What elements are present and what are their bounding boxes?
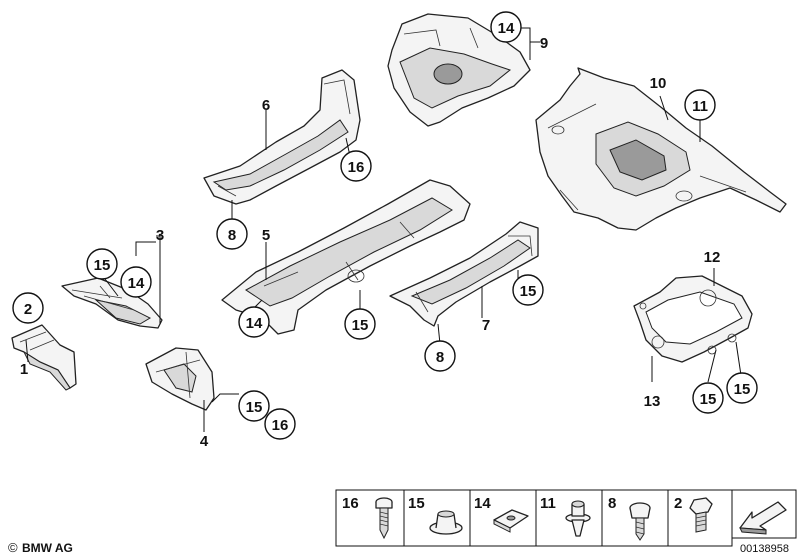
svg-text:2: 2: [24, 301, 32, 318]
svg-text:16: 16: [348, 159, 365, 176]
callout-16-a: 16: [264, 408, 296, 440]
callout-8-b: 8: [424, 340, 456, 372]
part-3-heat-shield: [61, 277, 163, 329]
svg-text:1: 1: [20, 361, 28, 378]
svg-text:8: 8: [436, 349, 444, 366]
callout-7: 7: [482, 317, 490, 334]
callout-12: 12: [704, 249, 721, 266]
brand-label: BMW AG: [22, 541, 73, 555]
legend-label-8: 8: [608, 495, 616, 512]
screw-icon: [375, 497, 393, 540]
clip-nut-icon: [493, 509, 529, 533]
callout-16-b: 16: [340, 150, 372, 182]
legend-label-2: 2: [674, 495, 682, 512]
callout-15-c: 15: [344, 308, 376, 340]
svg-text:5: 5: [262, 227, 270, 244]
callout-2: 2: [12, 292, 44, 324]
part-6-heat-shield: [203, 69, 361, 205]
svg-text:15: 15: [94, 257, 111, 274]
svg-text:7: 7: [482, 317, 490, 334]
svg-text:15: 15: [246, 399, 263, 416]
part-7-heat-shield: [389, 221, 539, 327]
callout-9: 9: [540, 35, 548, 52]
callout-11: 11: [684, 89, 716, 121]
bmw-logo-icon: ©: [8, 540, 18, 555]
svg-text:12: 12: [704, 249, 721, 266]
legend-label-14: 14: [474, 495, 491, 512]
part-4-heat-shield: [145, 347, 215, 411]
svg-text:15: 15: [352, 317, 369, 334]
image-number: 00138958: [740, 543, 789, 555]
callout-15-b: 15: [238, 390, 270, 422]
callout-15-e: 15: [692, 382, 724, 414]
direction-arrow-icon: [739, 501, 787, 535]
nut-icon: [429, 510, 463, 535]
part-12-13-bracket: [633, 275, 753, 363]
svg-text:10: 10: [650, 75, 667, 92]
callout-5: 5: [262, 227, 270, 244]
svg-text:©: ©: [8, 540, 18, 555]
expanding-rivet-icon: [565, 500, 591, 537]
svg-text:9: 9: [540, 35, 548, 52]
svg-text:14: 14: [128, 275, 145, 292]
svg-text:16: 16: [272, 417, 289, 434]
part-1-bracket: [11, 324, 77, 391]
svg-text:15: 15: [700, 391, 717, 408]
svg-text:11: 11: [692, 98, 708, 115]
callout-6: 6: [262, 97, 270, 114]
callout-4: 4: [200, 433, 209, 450]
footer: © BMW AG 00138958: [8, 540, 789, 555]
callout-15-f: 15: [726, 372, 758, 404]
callout-8-a: 8: [216, 218, 248, 250]
collar-screw-icon: [629, 502, 651, 541]
svg-text:15: 15: [734, 381, 751, 398]
legend-label-16: 16: [342, 495, 359, 512]
legend-label-11: 11: [540, 495, 556, 512]
callout-15-a: 15: [86, 248, 118, 280]
callout-15-d: 15: [512, 274, 544, 306]
svg-text:4: 4: [200, 433, 209, 450]
svg-text:13: 13: [644, 393, 661, 410]
legend-cell-16: [335, 489, 405, 547]
callout-10: 10: [650, 75, 667, 92]
svg-text:8: 8: [228, 227, 236, 244]
part-10-heat-shield: [535, 67, 787, 231]
hex-bolt-icon: [689, 497, 713, 533]
callout-14-b: 14: [238, 306, 270, 338]
svg-text:6: 6: [262, 97, 270, 114]
legend-cell-11: [535, 489, 603, 547]
fastener-legend: 16 15 14 11 8 2: [335, 489, 797, 547]
svg-text:14: 14: [246, 315, 263, 332]
callout-3: 3: [156, 227, 164, 244]
svg-text:3: 3: [156, 227, 164, 244]
part-5-heat-shield: [221, 179, 471, 335]
svg-text:15: 15: [520, 283, 537, 300]
callout-14-c: 14: [490, 11, 522, 43]
callout-14-a: 14: [120, 266, 152, 298]
part-9-heat-shield: [387, 13, 531, 127]
callout-1: 1: [20, 361, 28, 378]
legend-label-15: 15: [408, 495, 425, 512]
callout-13: 13: [644, 393, 661, 410]
svg-text:14: 14: [498, 20, 515, 37]
